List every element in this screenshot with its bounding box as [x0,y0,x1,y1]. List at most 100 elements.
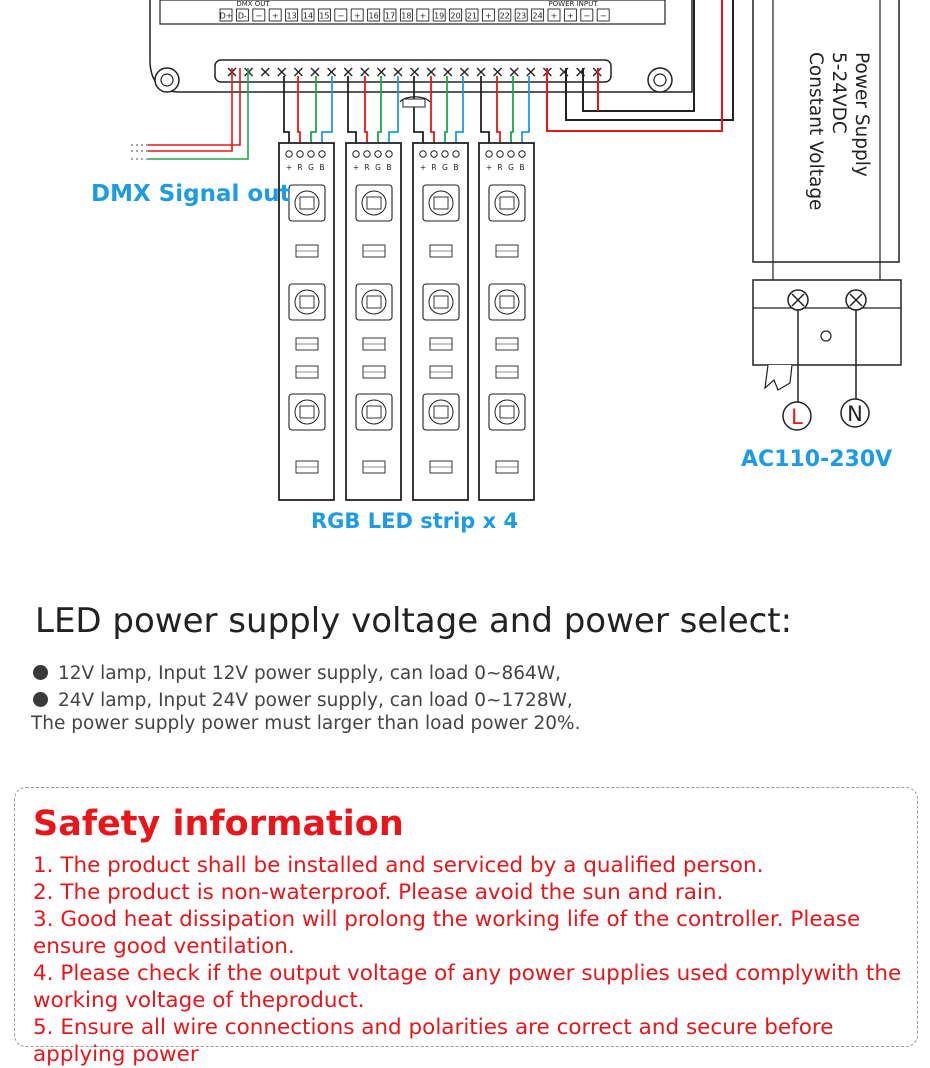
terminal-screw-icon [376,67,386,77]
terminal-label: 16 [367,8,381,22]
resistor-icon [362,365,386,379]
svg-text:−: − [600,12,607,21]
led-chip-icon [422,283,460,321]
safety-list: 1. The product shall be installed and se… [33,852,917,1068]
neutral-symbol: N [847,402,863,426]
terminal-label: D- [235,8,249,22]
resistor-icon [295,337,319,351]
terminal-screw-icon [476,67,486,77]
led-chip-icon [488,283,526,321]
terminal-label: + [268,8,282,22]
terminal-label: 19 [432,8,446,22]
led-chip-icon [488,184,526,222]
strip-wire [480,76,490,152]
svg-text:13: 13 [287,12,297,21]
dmx-out-header: DMX OUT [236,0,270,8]
power-select-list: 12V lamp, Input 12V power supply, can lo… [33,660,573,714]
strip-pin-label: B [519,163,524,172]
power-select-item: 24V lamp, Input 24V power supply, can lo… [33,687,573,714]
terminal-screw-icon [493,67,503,77]
svg-text:+: + [485,12,492,21]
led-chip-icon [288,393,326,431]
terminal-label: 23 [514,8,528,22]
terminal-screw-icon [509,67,519,77]
strip-pin-label: R [364,163,369,172]
strip-pin-label: R [297,163,302,172]
power-select-item: 12V lamp, Input 12V power supply, can lo… [33,660,573,687]
resistor-icon [429,365,453,379]
svg-text:18: 18 [401,12,411,21]
terminal-screw-icon [459,67,469,77]
svg-text:15: 15 [319,12,329,21]
terminal-label: − [334,8,348,22]
svg-text:−: − [583,12,590,21]
psu-label-line2: 5-24VDC [828,52,849,134]
strip-wire [496,76,501,152]
strip-pin-label: + [486,163,492,172]
strip-pin-label: G [375,163,381,172]
terminal-label: 20 [449,8,463,22]
svg-text:+: + [551,12,558,21]
safety-item: 5. Ensure all wire connections and polar… [33,1015,834,1067]
power-select-title: LED power supply voltage and power selec… [35,601,793,641]
led-chip-icon [488,393,526,431]
resistor-icon [495,365,519,379]
led-chip-icon [422,184,460,222]
strip-pin-label: + [353,163,359,172]
svg-text:14: 14 [303,12,313,21]
terminal-screw-icon [426,67,436,77]
strip-wire [310,76,317,152]
resistor-icon [362,244,386,258]
terminal-screw-icon [277,67,287,77]
terminal-label: D+ [219,8,233,22]
strip-pin-label: B [319,163,324,172]
led-chip-icon [355,283,393,321]
led-chip-icon [355,184,393,222]
strip-wire [510,76,514,152]
dmx-signal-out-label: DMX Signal out [91,181,291,207]
terminal-screw-icon [393,67,403,77]
strip-wire [321,76,333,152]
resistor-icon [429,244,453,258]
svg-text:+: + [419,12,426,21]
resistor-icon [429,460,453,474]
safety-item: 4. Please check if the output voltage of… [33,961,902,1013]
resistor-icon [495,460,519,474]
psu-label-line1: Power Supply [851,52,872,177]
led-chip-icon [422,393,460,431]
terminal-label: − [580,8,594,22]
strip-wire [388,76,399,152]
terminal-label: − [596,8,610,22]
resistor-icon [362,460,386,474]
terminal-screw-icon [443,67,453,77]
svg-text:21: 21 [467,12,477,21]
psu-label-line3: Constant Voltage [805,52,826,210]
strip-pin-label: R [497,163,502,172]
terminal-screw-icon [293,67,303,77]
bullet-icon [33,692,48,707]
terminal-label: 13 [285,8,299,22]
bullet-icon [33,665,48,680]
terminal-screw-icon [526,67,536,77]
resistor-icon [295,460,319,474]
strip-wire [297,76,301,152]
safety-item: 3. Good heat dissipation will prolong th… [33,907,861,959]
resistor-icon [362,337,386,351]
strip-pin-label: G [508,163,514,172]
svg-text:+: + [272,12,279,21]
resistor-icon [495,244,519,258]
resistor-icon [295,365,319,379]
power-select-note: The power supply power must larger than … [31,713,581,734]
terminal-screw-icon [360,67,370,77]
strip-wire [444,76,448,152]
power-supply: Power Supply 5-24VDC Constant Voltage L … [752,0,902,431]
strip-pin-label: + [420,163,426,172]
svg-text:+: + [567,12,574,21]
terminal-label: 18 [399,8,413,22]
terminal-screw-icon [327,67,337,77]
terminal-label: 15 [317,8,331,22]
terminal-screw-icon [343,67,353,77]
